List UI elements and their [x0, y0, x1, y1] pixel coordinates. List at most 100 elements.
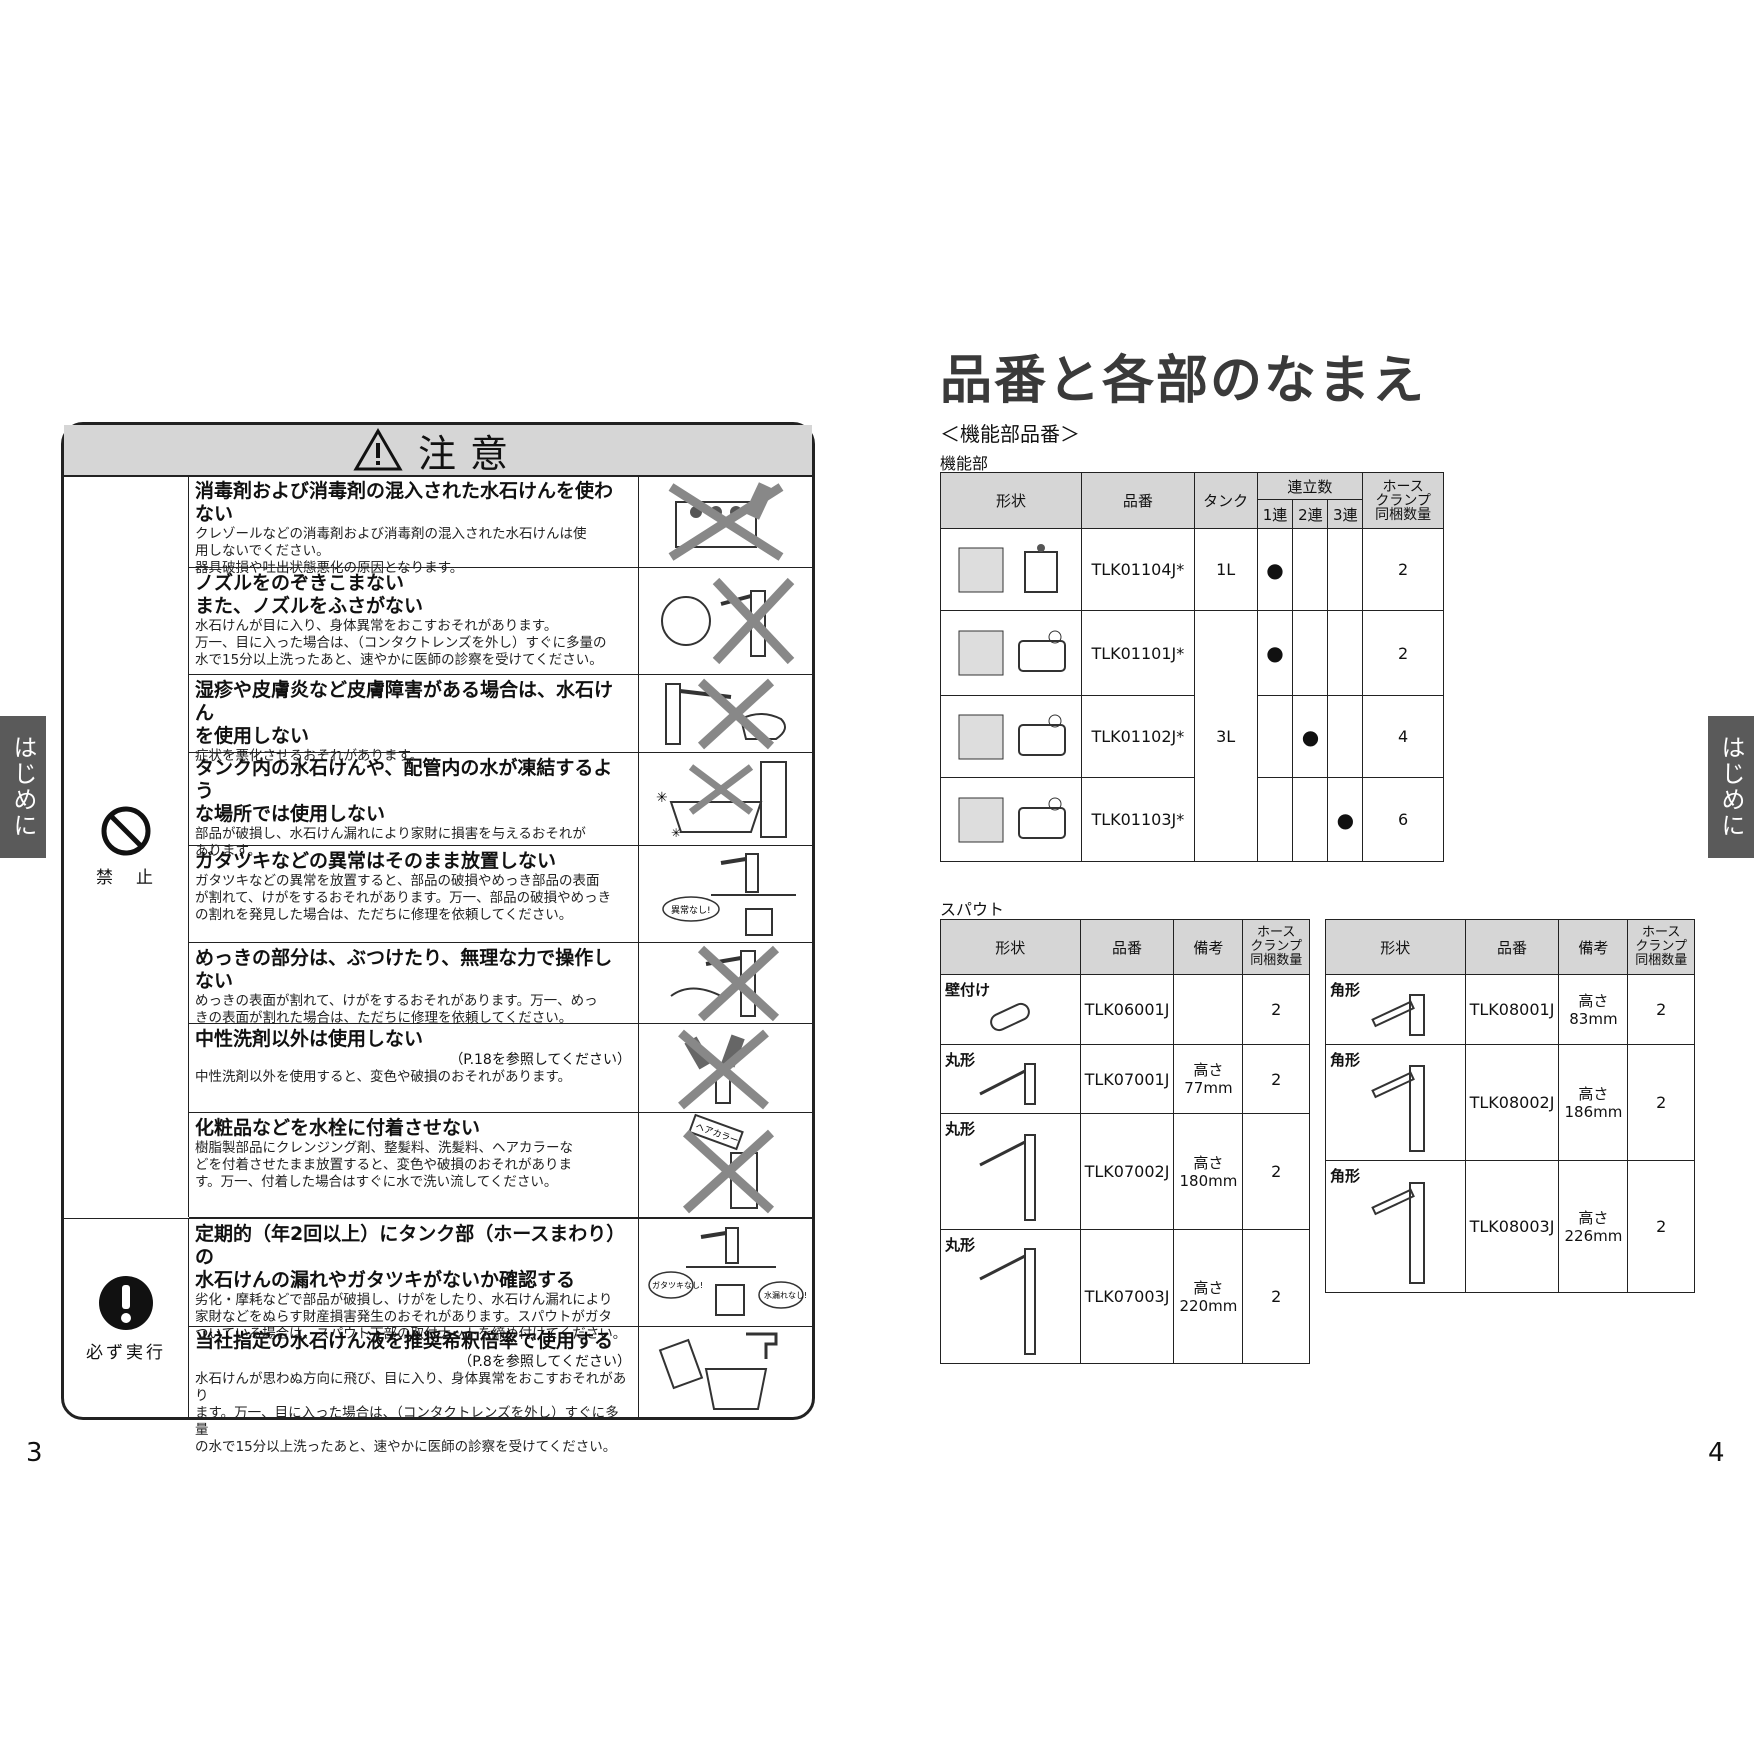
func-caption: 機能部 [940, 454, 989, 473]
caution-row: 消毒剤および消毒剤の混入された水石けんを使わない クレゾールなどの消毒剤および消… [189, 476, 812, 576]
unit-illustration [940, 695, 1082, 778]
caution-title: 注意 [417, 431, 522, 476]
spout-illustration [1371, 1065, 1426, 1152]
col-part: 品番 [1080, 472, 1195, 529]
s1: ● [1256, 528, 1294, 611]
row-heading: 湿疹や皮膚炎など皮膚障害がある場合は、水石けん を使用しない [195, 679, 614, 747]
hose-qty: 2 [1362, 610, 1444, 696]
spout-row: 壁付け TLK06001J 2 [940, 974, 1310, 1045]
illustration-freezing: ✳✳ [638, 753, 813, 845]
s1: ● [1256, 610, 1294, 696]
row-heading: 定期的（年2回以上）にタンク部（ホースまわり）の 水石けんの漏れやガタツキがない… [195, 1223, 626, 1291]
part-number: TLK01103J* [1080, 777, 1195, 862]
s2: ● [1292, 695, 1329, 778]
hose-qty: 2 [1627, 974, 1695, 1045]
mandatory-icon [99, 1276, 153, 1330]
row-body: 症状を悪化させるおそれがあります。 [195, 748, 424, 764]
s1 [1256, 777, 1294, 862]
svg-text:✳: ✳ [671, 826, 681, 840]
shape-label: 角形 [1330, 1167, 1361, 1185]
spout-illustration [1371, 1181, 1426, 1284]
s2 [1292, 777, 1329, 862]
row-body: めっきの表面が割れて、けがをするおそれがあります。万一、めっ きの表面が割れた場… [195, 993, 598, 1026]
illustration-detergent [638, 1024, 813, 1112]
col-note: 備考 [1558, 919, 1629, 975]
shape-label: 角形 [1330, 1051, 1361, 1069]
caution-row: 中性洗剤以外は使用しない （P.18を参照してください） 中性洗剤以外を使用する… [189, 1024, 812, 1113]
row-heading: めっきの部分は、ぶつけたり、無理な力で操作しない [195, 947, 613, 992]
unit-illustration [940, 610, 1082, 696]
caution-row: 湿疹や皮膚炎など皮膚障害がある場合は、水石けん を使用しない 症状を悪化させるお… [189, 675, 812, 764]
row-body: 水石けんが思わぬ方向に飛び、目に入り、身体異常をおこすおそれがあり ます。万一、… [195, 1371, 627, 1455]
part-number: TLK07002J [1079, 1113, 1175, 1230]
bubble-text: 異常なし! [671, 904, 711, 916]
col-note: 備考 [1173, 919, 1244, 975]
spout-illustration [979, 1248, 1037, 1355]
unit-illustration [940, 777, 1082, 862]
tank: 3L [1193, 610, 1258, 862]
caution-row: めっきの部分は、ぶつけたり、無理な力で操作しない めっきの表面が割れて、けがをす… [189, 943, 813, 1026]
row-body: 中性洗剤以外を使用すると、変色や破損のおそれがあります。 [195, 1069, 572, 1085]
note: 高さ 220mm [1173, 1229, 1244, 1364]
spout-row: 角形 TLK08001J 高さ 83mm 2 [1325, 974, 1695, 1045]
func-row: TLK01101J* 3L ● 2 [940, 610, 1444, 862]
hose-qty: 2 [1627, 1044, 1695, 1161]
col-s2: 2連 [1292, 499, 1329, 529]
illustration-check-abnormal: 異常なし! [638, 846, 813, 942]
spout-illustration [990, 1002, 1031, 1031]
caution-row: タンク内の水石けんや、配管内の水が凍結するよう な場所では使用しない 部品が破損… [189, 753, 813, 859]
row-reference: （P.8を参照してください） [458, 1354, 631, 1370]
shape-label: 丸形 [945, 1120, 976, 1138]
row-heading: タンク内の水石けんや、配管内の水が凍結するよう な場所では使用しない [195, 757, 613, 825]
col-s3: 3連 [1327, 499, 1364, 529]
prohibited-icon [101, 806, 151, 856]
caution-header: 注意 [64, 425, 812, 477]
part-number: TLK07001J [1079, 1044, 1175, 1114]
s3 [1327, 528, 1364, 611]
caution-row: 定期的（年2回以上）にタンク部（ホースまわり）の 水石けんの漏れやガタツキがない… [189, 1218, 812, 1342]
svg-text:✳: ✳ [656, 790, 668, 806]
col-part: 品番 [1079, 919, 1175, 975]
part-number: TLK01102J* [1080, 695, 1195, 778]
col-shape: 形状 [940, 919, 1081, 975]
side-tab-left: はじめに [0, 716, 46, 858]
note: 高さ 226mm [1558, 1160, 1629, 1293]
page-title: 品番と各部のなまえ [940, 351, 1427, 411]
col-shape: 形状 [1325, 919, 1466, 975]
col-tank: タンク [1193, 472, 1258, 529]
col-hose: ホース クランプ 同梱数量 [1627, 919, 1695, 975]
s2 [1292, 528, 1329, 611]
shape-label: 丸形 [945, 1236, 976, 1254]
spout-row: 丸形 TLK07003J 高さ 220mm 2 [940, 1229, 1310, 1364]
func-row: TLK01104J* 1L ● 2 [940, 528, 1444, 611]
func-table: 形状 品番 タンク 連立数 ホース クランプ 同梱数量 1連 2連 3連 TLK… [940, 472, 1444, 862]
spout-row: 丸形 TLK07002J 高さ 180mm 2 [940, 1113, 1310, 1230]
illustration-dilution [638, 1326, 813, 1417]
row-reference: （P.18を参照してください） [449, 1052, 631, 1068]
row-heading: 中性洗剤以外は使用しない [195, 1028, 424, 1050]
caution-row: 化粧品などを水栓に付着させない 樹脂製部品にクレンジング剤、整髪料、洗髪料、ヘア… [189, 1113, 812, 1218]
side-tab-right: はじめに [1708, 716, 1754, 858]
row-body: 部品が破損し、水石けん漏れにより家財に損害を与えるおそれが あります。 [195, 826, 586, 859]
row-heading: 消毒剤および消毒剤の混入された水石けんを使わない [195, 480, 614, 525]
row-body: 樹脂製部品にクレンジング剤、整髪料、洗髪料、ヘアカラーな どを付着させたまま放置… [195, 1140, 573, 1190]
row-heading: 当社指定の水石けん液を推奨希釈倍率で使用する [195, 1330, 614, 1352]
row-body: クレゾールなどの消毒剤および消毒剤の混入された水石けんは使 用しないでください。… [195, 526, 587, 576]
s2 [1292, 610, 1329, 696]
s3 [1327, 695, 1364, 778]
hose-qty: 4 [1362, 695, 1444, 778]
caution-row: ノズルをのぞきこまない また、ノズルをふさがない 水石けんが目に入り、身体異常を… [189, 568, 812, 675]
part-number: TLK08001J [1464, 974, 1560, 1045]
row-body: 劣化・摩耗などで部品が破損し、けがをしたり、水石けん漏れにより 家財などをぬらす… [195, 1292, 627, 1342]
category-mandatory: 必ず実行 [64, 1218, 189, 1418]
illustration-nozzle [638, 568, 813, 674]
spout-illustration [979, 1134, 1037, 1221]
part-number: TLK07003J [1079, 1229, 1175, 1364]
hose-qty: 2 [1242, 1044, 1310, 1114]
row-body: ガタツキなどの異常を放置すると、部品の破損やめっき部品の表面 が割れて、けがをす… [195, 873, 612, 923]
note: 高さ 83mm [1558, 974, 1629, 1045]
illustration-plating [638, 943, 813, 1023]
col-hose: ホース クランプ 同梱数量 [1362, 472, 1444, 529]
caution-row: ガタツキなどの異常はそのまま放置しない ガタツキなどの異常を放置すると、部品の破… [189, 846, 812, 943]
page-number-left: 3 [26, 1438, 43, 1468]
